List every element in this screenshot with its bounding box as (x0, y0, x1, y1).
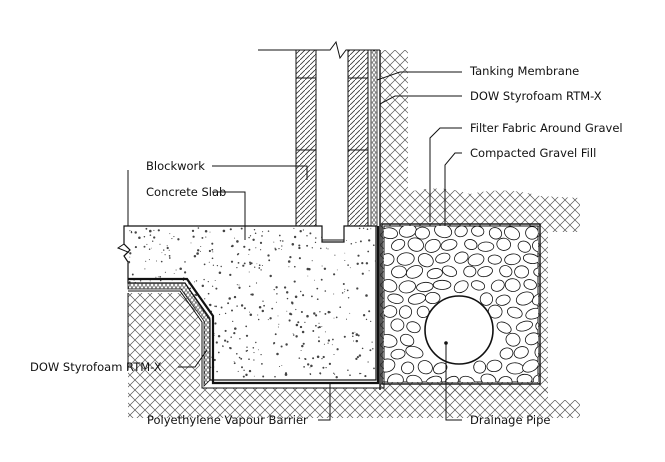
filter-fabric (381, 223, 541, 385)
label-drainage-pipe: Drainage Pipe (470, 413, 550, 427)
slab-break-line (116, 226, 129, 257)
styrofoam-wall-board (370, 49, 378, 227)
label-compacted-gravel: Compacted Gravel Fill (470, 146, 596, 160)
label-styrofoam-left: DOW Styrofoam RTM-X (30, 360, 162, 374)
leader-lines (178, 71, 462, 421)
label-styrofoam-top: DOW Styrofoam RTM-X (470, 89, 602, 103)
label-concrete-slab: Concrete Slab (146, 185, 226, 199)
polyethylene-vapour-barrier (128, 226, 380, 385)
blockwork-wall (258, 40, 380, 241)
label-vapour-barrier: Polyethylene Vapour Barrier (147, 413, 308, 427)
drainage-pipe (424, 295, 494, 365)
styrofoam-under-slab (127, 282, 211, 387)
label-tanking-membrane: Tanking Membrane (469, 64, 579, 78)
label-filter-fabric: Filter Fabric Around Gravel (470, 121, 623, 135)
label-blockwork: Blockwork (146, 159, 205, 173)
concrete-speckles (127, 227, 377, 379)
